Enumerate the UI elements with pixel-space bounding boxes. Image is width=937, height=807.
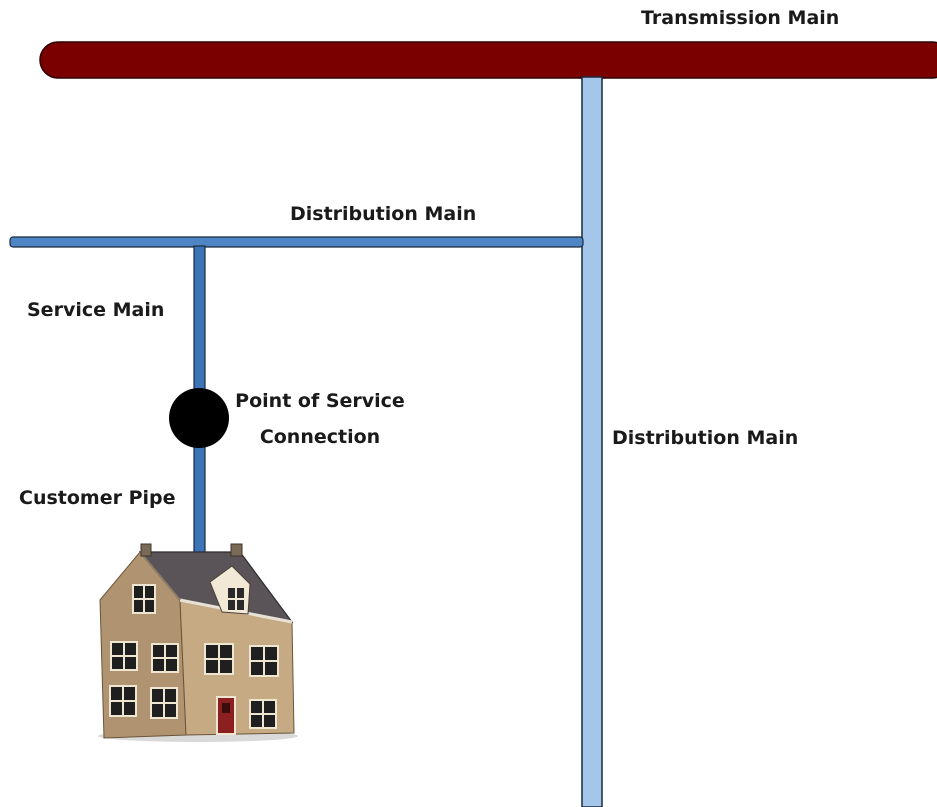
service-main-label: Service Main [27,299,165,321]
service-main-pipe [193,245,206,395]
distribution-main-vertical-label: Distribution Main [612,427,799,449]
customer-pipe-label: Customer Pipe [19,487,176,509]
transmission-main-pipe [39,41,937,79]
house-icon [98,543,298,742]
point-of-service-connection-marker [169,388,229,448]
customer-pipe [193,441,206,558]
distribution-main-vertical-pipe [581,76,603,807]
transmission-main-label: Transmission Main [641,7,840,29]
point-of-service-connection-label: Point of Service Connection [235,390,405,448]
distribution-main-horizontal-pipe [9,236,584,248]
distribution-main-horizontal-label: Distribution Main [290,203,477,225]
